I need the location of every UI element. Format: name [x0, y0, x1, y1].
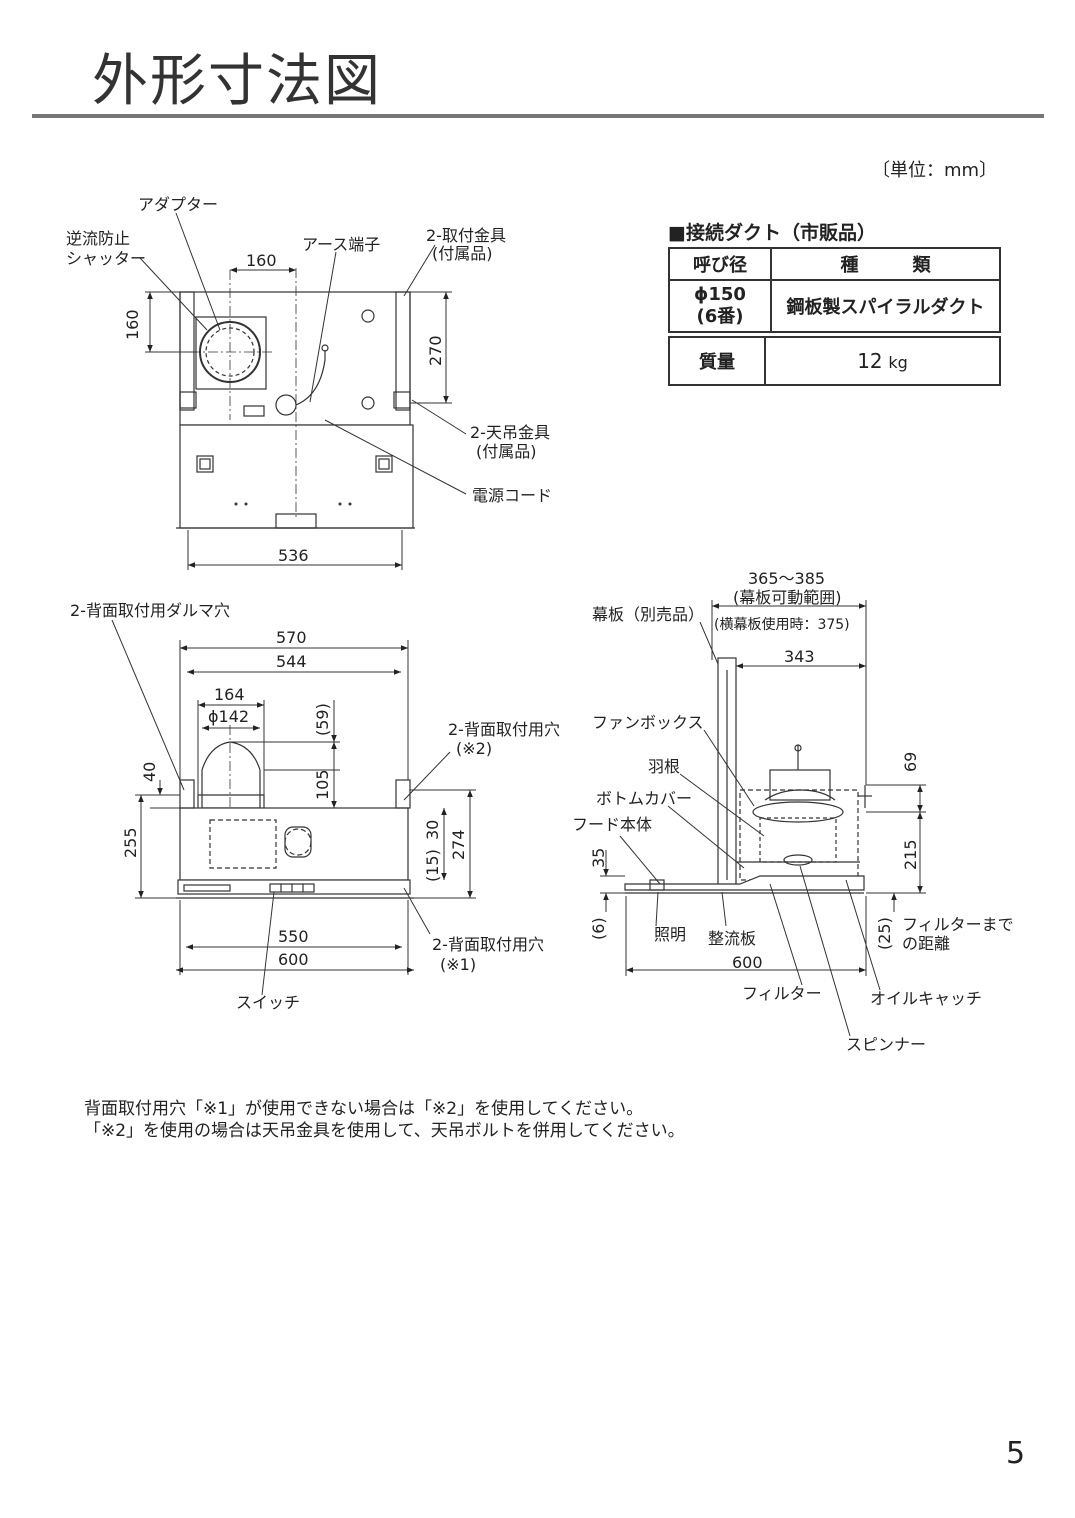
mass-label: 質量 [668, 336, 766, 386]
duct-size-number: (6番) [696, 306, 744, 327]
dim-side-600: 600 [732, 953, 763, 972]
dim-front-59: (59) [313, 703, 332, 736]
front-view [176, 725, 414, 899]
dim-front-274: 274 [449, 829, 468, 860]
label-shutter-2: シャッター [66, 249, 146, 268]
dim-side-range-3: (横幕板使用時：375) [714, 616, 850, 633]
label-filter-distance-1: フィルターまで [902, 915, 1014, 934]
dim-top-160-v: 160 [123, 309, 142, 340]
label-hane: 羽根 [648, 757, 680, 776]
duct-size-cell: ϕ150 (6番) [668, 279, 772, 333]
top-view [176, 268, 415, 529]
dim-side-range-2: (幕板可動範囲) [733, 588, 842, 607]
label-light: 照明 [654, 925, 686, 944]
dim-side-69: 69 [901, 752, 920, 772]
side-view-dimensions [600, 600, 926, 1037]
front-body [179, 807, 409, 881]
note-line-2: 「※2」を使用の場合は天吊金具を使用して、天吊ボルトを併用してください。 [84, 1121, 685, 1141]
dim-side-343: 343 [784, 647, 815, 666]
dim-side-35: 35 [589, 848, 608, 868]
mass-table: 質量 12 kg [668, 336, 1001, 386]
label-hood-body: フード本体 [572, 815, 652, 834]
dim-side-range-1: 365～385 [748, 569, 825, 588]
label-makuita: 幕板（別売品） [592, 605, 704, 624]
left-bracket [179, 291, 195, 411]
dim-front-105: 105 [313, 769, 332, 800]
label-fanbox: ファンボックス [592, 713, 704, 732]
label-oil-catch: オイルキャッチ [870, 989, 982, 1008]
mass-value: 12 [857, 349, 883, 373]
label-shutter-1: 逆流防止 [66, 229, 130, 248]
label-filter-distance-2: の距離 [902, 934, 950, 953]
fanbox [739, 789, 859, 881]
label-adapter: アダプター [138, 195, 218, 214]
dim-front-142: ϕ142 [208, 707, 249, 726]
title-rule [32, 114, 1044, 118]
unit-note: 〔単位：mm〕 [872, 160, 998, 181]
label-cord: 電源コード [472, 486, 552, 505]
label-bracket-1: 2-取付金具 [426, 226, 506, 245]
label-hole1-1: 2-背面取付用穴 [432, 935, 544, 954]
label-hole1-2: (※1) [440, 955, 476, 974]
duct-col-size: 呼び径 [668, 247, 772, 281]
side-view-labels: 365～385 (幕板可動範囲) (横幕板使用時：375) 幕板（別売品） 34… [572, 569, 1014, 1054]
duct-heading: ■接続ダクト（市販品） [668, 222, 876, 244]
label-bracket-2: (付属品) [432, 244, 493, 263]
mass-cell: 12 kg [764, 336, 1001, 386]
note-line-1: 背面取付用穴「※1」が使用できない場合は「※2」を使用してください。 [84, 1099, 644, 1119]
dim-side-215: 215 [901, 839, 920, 870]
duct-size: ϕ150 [694, 284, 746, 305]
dim-front-544: 544 [276, 652, 307, 671]
label-filter: フィルター [742, 984, 822, 1003]
dim-front-164: 164 [214, 685, 245, 704]
right-bracket [395, 291, 411, 411]
hood-bottom [624, 875, 865, 891]
page-number: 5 [1006, 1436, 1026, 1471]
adapter-frame [195, 316, 267, 390]
duct-table: 呼び径 種 類 ϕ150 (6番) 鋼板製スパイラルダクト [668, 247, 1001, 333]
label-ceiling-1: 2-天吊金具 [470, 423, 550, 442]
dim-top-160-h: 160 [246, 251, 277, 270]
dim-front-40: 40 [140, 762, 159, 782]
label-seiryu: 整流板 [708, 929, 756, 948]
front-view-dimensions [111, 619, 476, 996]
dim-front-30: 30 [423, 820, 442, 840]
duct-kind: 鋼板製スパイラルダクト [770, 279, 1001, 333]
label-switch: スイッチ [236, 993, 300, 1012]
label-daruma: 2-背面取付用ダルマ穴 [70, 601, 230, 620]
front-view-labels: 2-背面取付用ダルマ穴 2-背面取付用穴 (※2) 2-背面取付用穴 (※1) … [70, 601, 560, 1012]
dim-front-255: 255 [121, 827, 140, 858]
fan-dome [201, 741, 261, 809]
dim-top-270: 270 [426, 335, 445, 366]
duct-col-kind: 種 類 [770, 247, 1001, 281]
dim-front-550: 550 [278, 927, 309, 946]
label-ceiling-2: (付属品) [476, 442, 537, 461]
dim-front-15: (15) [423, 849, 442, 882]
dim-side-6: (6) [589, 917, 608, 940]
mass-unit: kg [888, 353, 908, 372]
dim-top-536: 536 [278, 546, 309, 565]
dim-front-600: 600 [278, 950, 309, 969]
notes: 背面取付用穴「※1」が使用できない場合は「※2」を使用してください。 「※2」を… [84, 1098, 685, 1142]
label-hole2-1: 2-背面取付用穴 [448, 720, 560, 739]
page-title: 外形寸法図 [92, 49, 382, 114]
dim-side-25: (25) [875, 917, 894, 950]
label-earth: アース端子 [302, 235, 380, 254]
dim-front-570: 570 [276, 628, 307, 647]
label-hole2-2: (※2) [456, 739, 492, 758]
label-bottom-cover: ボトムカバー [596, 789, 692, 808]
top-view-dimensions [139, 212, 467, 570]
top-view-labels: アダプター 逆流防止 シャッター アース端子 2-取付金具 (付属品) 2-天吊… [66, 195, 552, 565]
label-spinner: スピンナー [846, 1035, 926, 1054]
